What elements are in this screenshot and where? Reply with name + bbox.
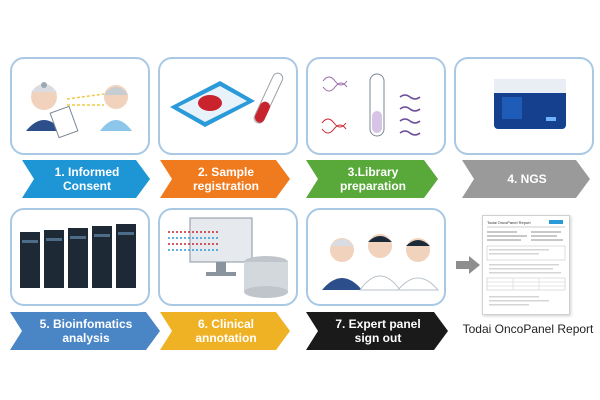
doctor-patient-consent-icon [26, 82, 132, 139]
step6-label: 6. Clinical annotation [160, 312, 290, 350]
step1-card [10, 57, 150, 155]
step4-card [454, 57, 594, 155]
step7-card [306, 208, 446, 306]
server-racks-icon [20, 224, 136, 288]
dna-library-tube-icon [321, 73, 421, 137]
step2-label: 2. Sample registration [160, 160, 290, 198]
report-page-contents [486, 220, 566, 306]
monitor-and-database-icon [168, 217, 288, 298]
step5-card [10, 208, 150, 306]
step5-label: 5. Bioinfomatics analysis [10, 312, 160, 350]
step1-label: 1. Informed Consent [22, 160, 150, 198]
step7-label: 7. Expert panel sign out [306, 312, 448, 350]
gray-right-arrow-icon [456, 256, 480, 274]
report-caption: Todai OncoPanel Report [462, 322, 594, 336]
step4-label: 4. NGS [462, 160, 590, 198]
oncopanel-report-document: Todai OncoPanel Report [482, 215, 570, 315]
step6-card [158, 208, 298, 306]
report-header-title: Todai OncoPanel Report [487, 220, 531, 225]
step3-label: 3.Library preparation [306, 160, 438, 198]
step2-card [158, 57, 298, 155]
expert-panel-doctors-icon [322, 234, 440, 291]
tissue-slide-and-test-tube-icon [170, 72, 284, 127]
sequencer-machine-icon [494, 79, 566, 129]
step3-card [306, 57, 446, 155]
